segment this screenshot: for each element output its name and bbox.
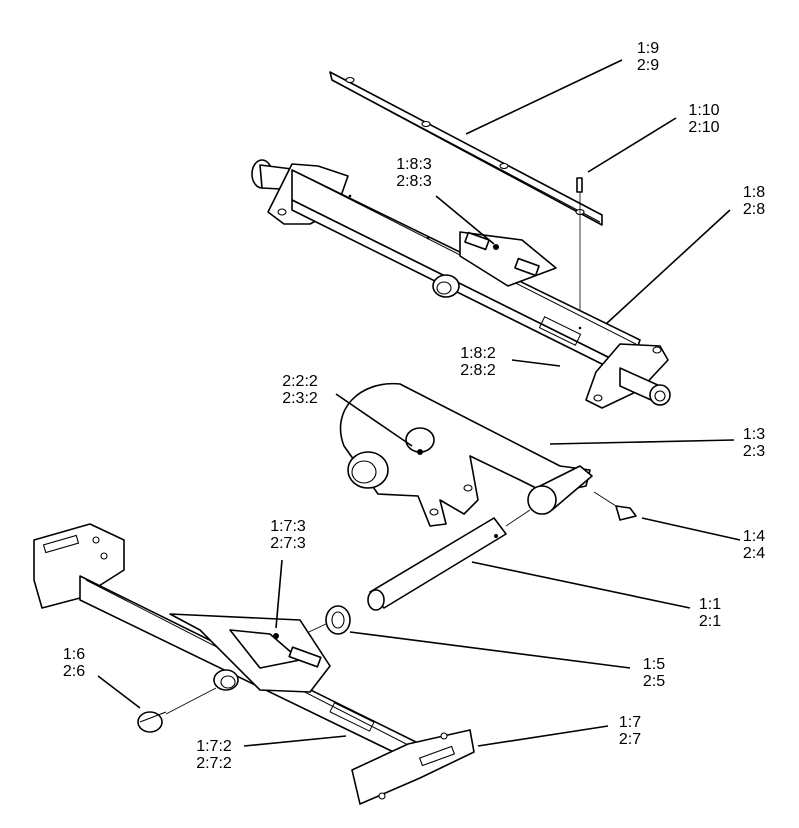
leader-lines — [97, 59, 741, 747]
callout-line: 1:7 — [618, 714, 642, 731]
callout-line: 2:8 — [742, 201, 766, 218]
callout-line: 2:9 — [636, 57, 660, 74]
callout-line: 2:10 — [688, 119, 720, 136]
callout-line: 1:8 — [742, 184, 766, 201]
callout-1-1: 1:1 2:1 — [699, 596, 721, 630]
callout-line: 1:4 — [742, 528, 766, 545]
callout-line: 1:8:2 — [460, 345, 496, 362]
flat-bar-part — [329, 71, 603, 226]
callout-line: 1:3 — [742, 426, 766, 443]
callout-line: 1:9 — [636, 40, 660, 57]
callout-1-7-2: 1:7:2 2:7:2 — [196, 738, 232, 772]
callout-2-2-2: 2:2:2 2:3:2 — [282, 373, 318, 407]
callout-line: 1:8:3 — [396, 156, 432, 173]
callout-line: 2:7 — [618, 731, 642, 748]
callout-line: 1:7:2 — [196, 738, 232, 755]
swing-arm-part — [339, 382, 593, 527]
callout-line: 2:7:2 — [196, 755, 232, 772]
callout-line: 2:7:3 — [270, 535, 306, 552]
callout-line: 2:8:2 — [460, 362, 496, 379]
callout-line: 1:1 — [698, 596, 722, 613]
callout-1-4: 1:4 2:4 — [743, 528, 765, 562]
callout-1-9: 1:9 2:9 — [637, 40, 659, 74]
callout-line: 2:6 — [62, 663, 86, 680]
callout-1-7-3: 1:7:3 2:7:3 — [270, 518, 306, 552]
callout-line: 2:4 — [742, 545, 766, 562]
upper-frame-part — [251, 159, 671, 409]
callout-line: 1:5 — [642, 656, 666, 673]
callout-1-8-2: 1:8:2 2:8:2 — [460, 345, 496, 379]
callout-1-10: 1:10 2:10 — [688, 102, 719, 136]
callout-line: 2:5 — [642, 673, 666, 690]
callout-line: 1:6 — [62, 646, 86, 663]
washer-part — [295, 605, 351, 639]
pivot-pin-part — [367, 509, 531, 611]
bolt-part — [593, 491, 637, 521]
callout-line: 2:3 — [742, 443, 766, 460]
callout-line: 1:10 — [688, 102, 720, 119]
callout-line: 2:2:2 — [282, 373, 318, 390]
callout-1-8-3: 1:8:3 2:8:3 — [396, 156, 432, 190]
callout-1-8: 1:8 2:8 — [743, 184, 765, 218]
callout-1-7: 1:7 2:7 — [619, 714, 641, 748]
lynch-pin-part — [137, 687, 217, 733]
callout-line: 2:3:2 — [282, 390, 318, 407]
callout-1-6: 1:6 2:6 — [63, 646, 85, 680]
callout-line: 2:1 — [698, 613, 722, 630]
callout-1-5: 1:5 2:5 — [643, 656, 665, 690]
callout-line: 1:7:3 — [270, 518, 306, 535]
screw-part — [576, 177, 583, 320]
callout-line: 2:8:3 — [396, 173, 432, 190]
callout-1-3: 1:3 2:3 — [743, 426, 765, 460]
lower-frame-part — [33, 523, 475, 805]
